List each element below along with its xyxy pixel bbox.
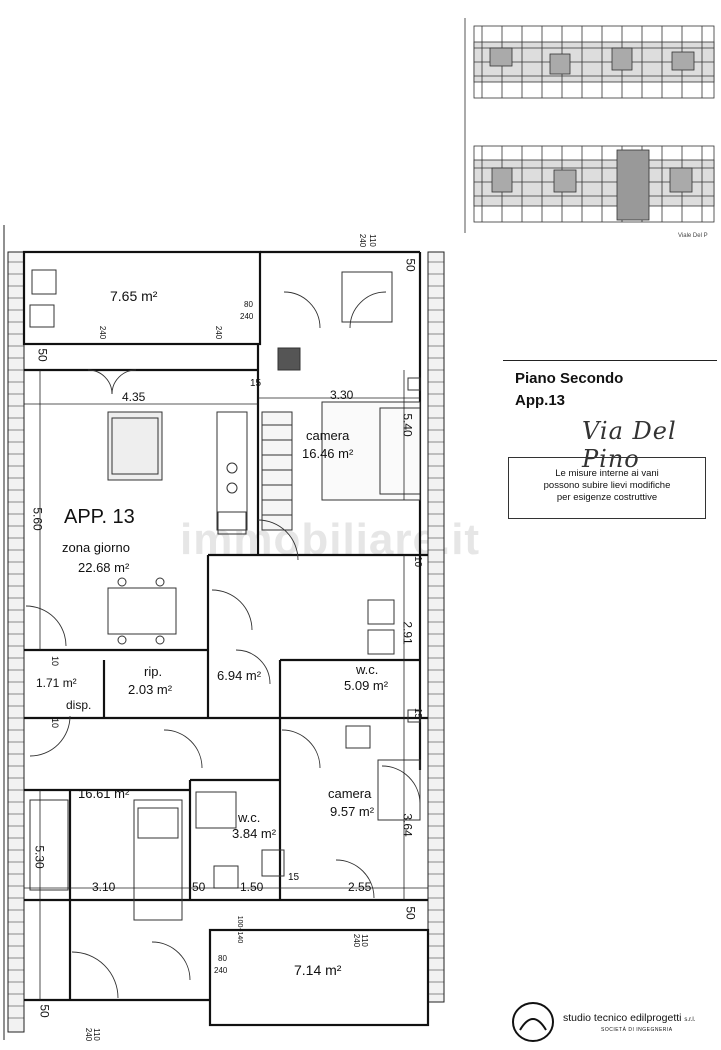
- dim-3-10: 3.10: [92, 880, 116, 894]
- studio-name-text: studio tecnico edilprogetti: [563, 1012, 682, 1024]
- room-area-pantry: 1.71 m²: [36, 676, 77, 690]
- thumbnail-lower: [473, 145, 715, 223]
- dim-2-91: 2.91: [400, 621, 415, 645]
- room-name-wc-2: w.c.: [238, 810, 261, 825]
- dim-240-left: 240: [98, 325, 108, 340]
- studio-suffix: s.r.l.: [684, 1017, 696, 1023]
- room-area-bedroom-2: 9.57 m²: [330, 804, 375, 819]
- dim-3-64: 3.64: [400, 813, 415, 837]
- dim-15-bottom: 15: [288, 872, 300, 883]
- room-area-terrace-top: 7.65 m²: [110, 288, 158, 304]
- disclaimer-note: Le misure interne ai vani possono subire…: [508, 457, 706, 519]
- apartment-label: APP. 13: [64, 506, 135, 528]
- studio-name: studio tecnico edilprogetti s.r.l.: [563, 1012, 695, 1024]
- dim-10-left-b: 10: [50, 717, 61, 729]
- dim-50-left-top: 50: [35, 348, 50, 362]
- room-area-hall: 6.94 m²: [217, 668, 262, 683]
- room-area-wc-2: 3.84 m²: [232, 826, 277, 841]
- outer-walls: [3, 225, 445, 1040]
- room-name-living: zona giorno: [62, 540, 130, 555]
- dim-15-right: 15: [412, 707, 424, 720]
- dim-10-left-a: 10: [50, 655, 61, 667]
- dim-5-40: 5.40: [400, 413, 415, 437]
- dim-240-right: 240: [214, 325, 224, 340]
- dim-50-right-bottom: 50: [403, 906, 418, 920]
- dim-240-top: 240: [358, 233, 368, 248]
- title-rule: [503, 360, 717, 361]
- dim-1-50: 1.50: [240, 880, 264, 894]
- dim-110-top: 110: [367, 234, 377, 247]
- room-area-storage: 2.03 m²: [128, 682, 173, 697]
- site-plan-thumbnails: [464, 18, 715, 233]
- studio-subtitle: SOCIETÀ DI INGEGNERIA: [601, 1027, 673, 1033]
- furniture: [29, 269, 421, 921]
- dim-50-right-top: 50: [403, 258, 418, 272]
- dim-50-left-bottom: 50: [37, 1004, 52, 1018]
- thumbnail-upper: [473, 25, 715, 99]
- dim-240-mid: 240: [240, 312, 254, 321]
- dim-240-terrace: 240: [214, 966, 228, 975]
- floor-title: Piano Secondo: [515, 370, 624, 387]
- room-name-bedroom-1: camera: [306, 428, 350, 443]
- dim-5-60: 5.60: [30, 507, 45, 531]
- dim-80-top: 80: [244, 300, 253, 309]
- studio-logo: [512, 1002, 554, 1042]
- dim-50-left: 50: [192, 880, 206, 894]
- room-area-bedroom-1: 16.46 m²: [302, 446, 354, 461]
- dim-5-30: 5.30: [32, 845, 47, 869]
- note-line: possono subire lievi modifiche: [543, 480, 671, 491]
- thumbnail-caption: Viale Del P: [678, 233, 708, 239]
- dim-100-140: 100+140: [236, 915, 244, 944]
- dim-15-top: 15: [250, 378, 262, 389]
- unit-title: App.13: [515, 392, 566, 409]
- dim-2-55: 2.55: [348, 880, 372, 894]
- note-line: per esigenze costruttive: [556, 492, 658, 503]
- handwritten-address: Via Del Pino: [582, 417, 677, 473]
- room-area-living: 22.68 m²: [78, 560, 130, 575]
- note-line: Le misure interne ai vani: [555, 468, 659, 479]
- room-area-terrace-bottom: 7.14 m²: [294, 962, 342, 978]
- room-name-storage: rip.: [144, 664, 163, 679]
- dim-80-terrace: 80: [218, 954, 227, 963]
- dim-4-35: 4.35: [122, 390, 146, 404]
- dim-10-right: 10: [412, 555, 424, 568]
- dim-110-bottom: 110: [91, 1028, 101, 1041]
- room-name-wc-1: w.c.: [356, 662, 379, 677]
- room-name-pantry: disp.: [66, 698, 92, 712]
- watermark: immobiliare.it: [180, 515, 481, 564]
- dim-3-30: 3.30: [330, 388, 354, 402]
- room-name-bedroom-2: camera: [328, 786, 372, 801]
- interior-walls: [22, 250, 430, 1027]
- dim-110-terrace-top: 110: [359, 934, 369, 947]
- room-area-bedroom-3: 16.61 m²: [78, 786, 130, 801]
- room-area-wc-1: 5.09 m²: [344, 678, 389, 693]
